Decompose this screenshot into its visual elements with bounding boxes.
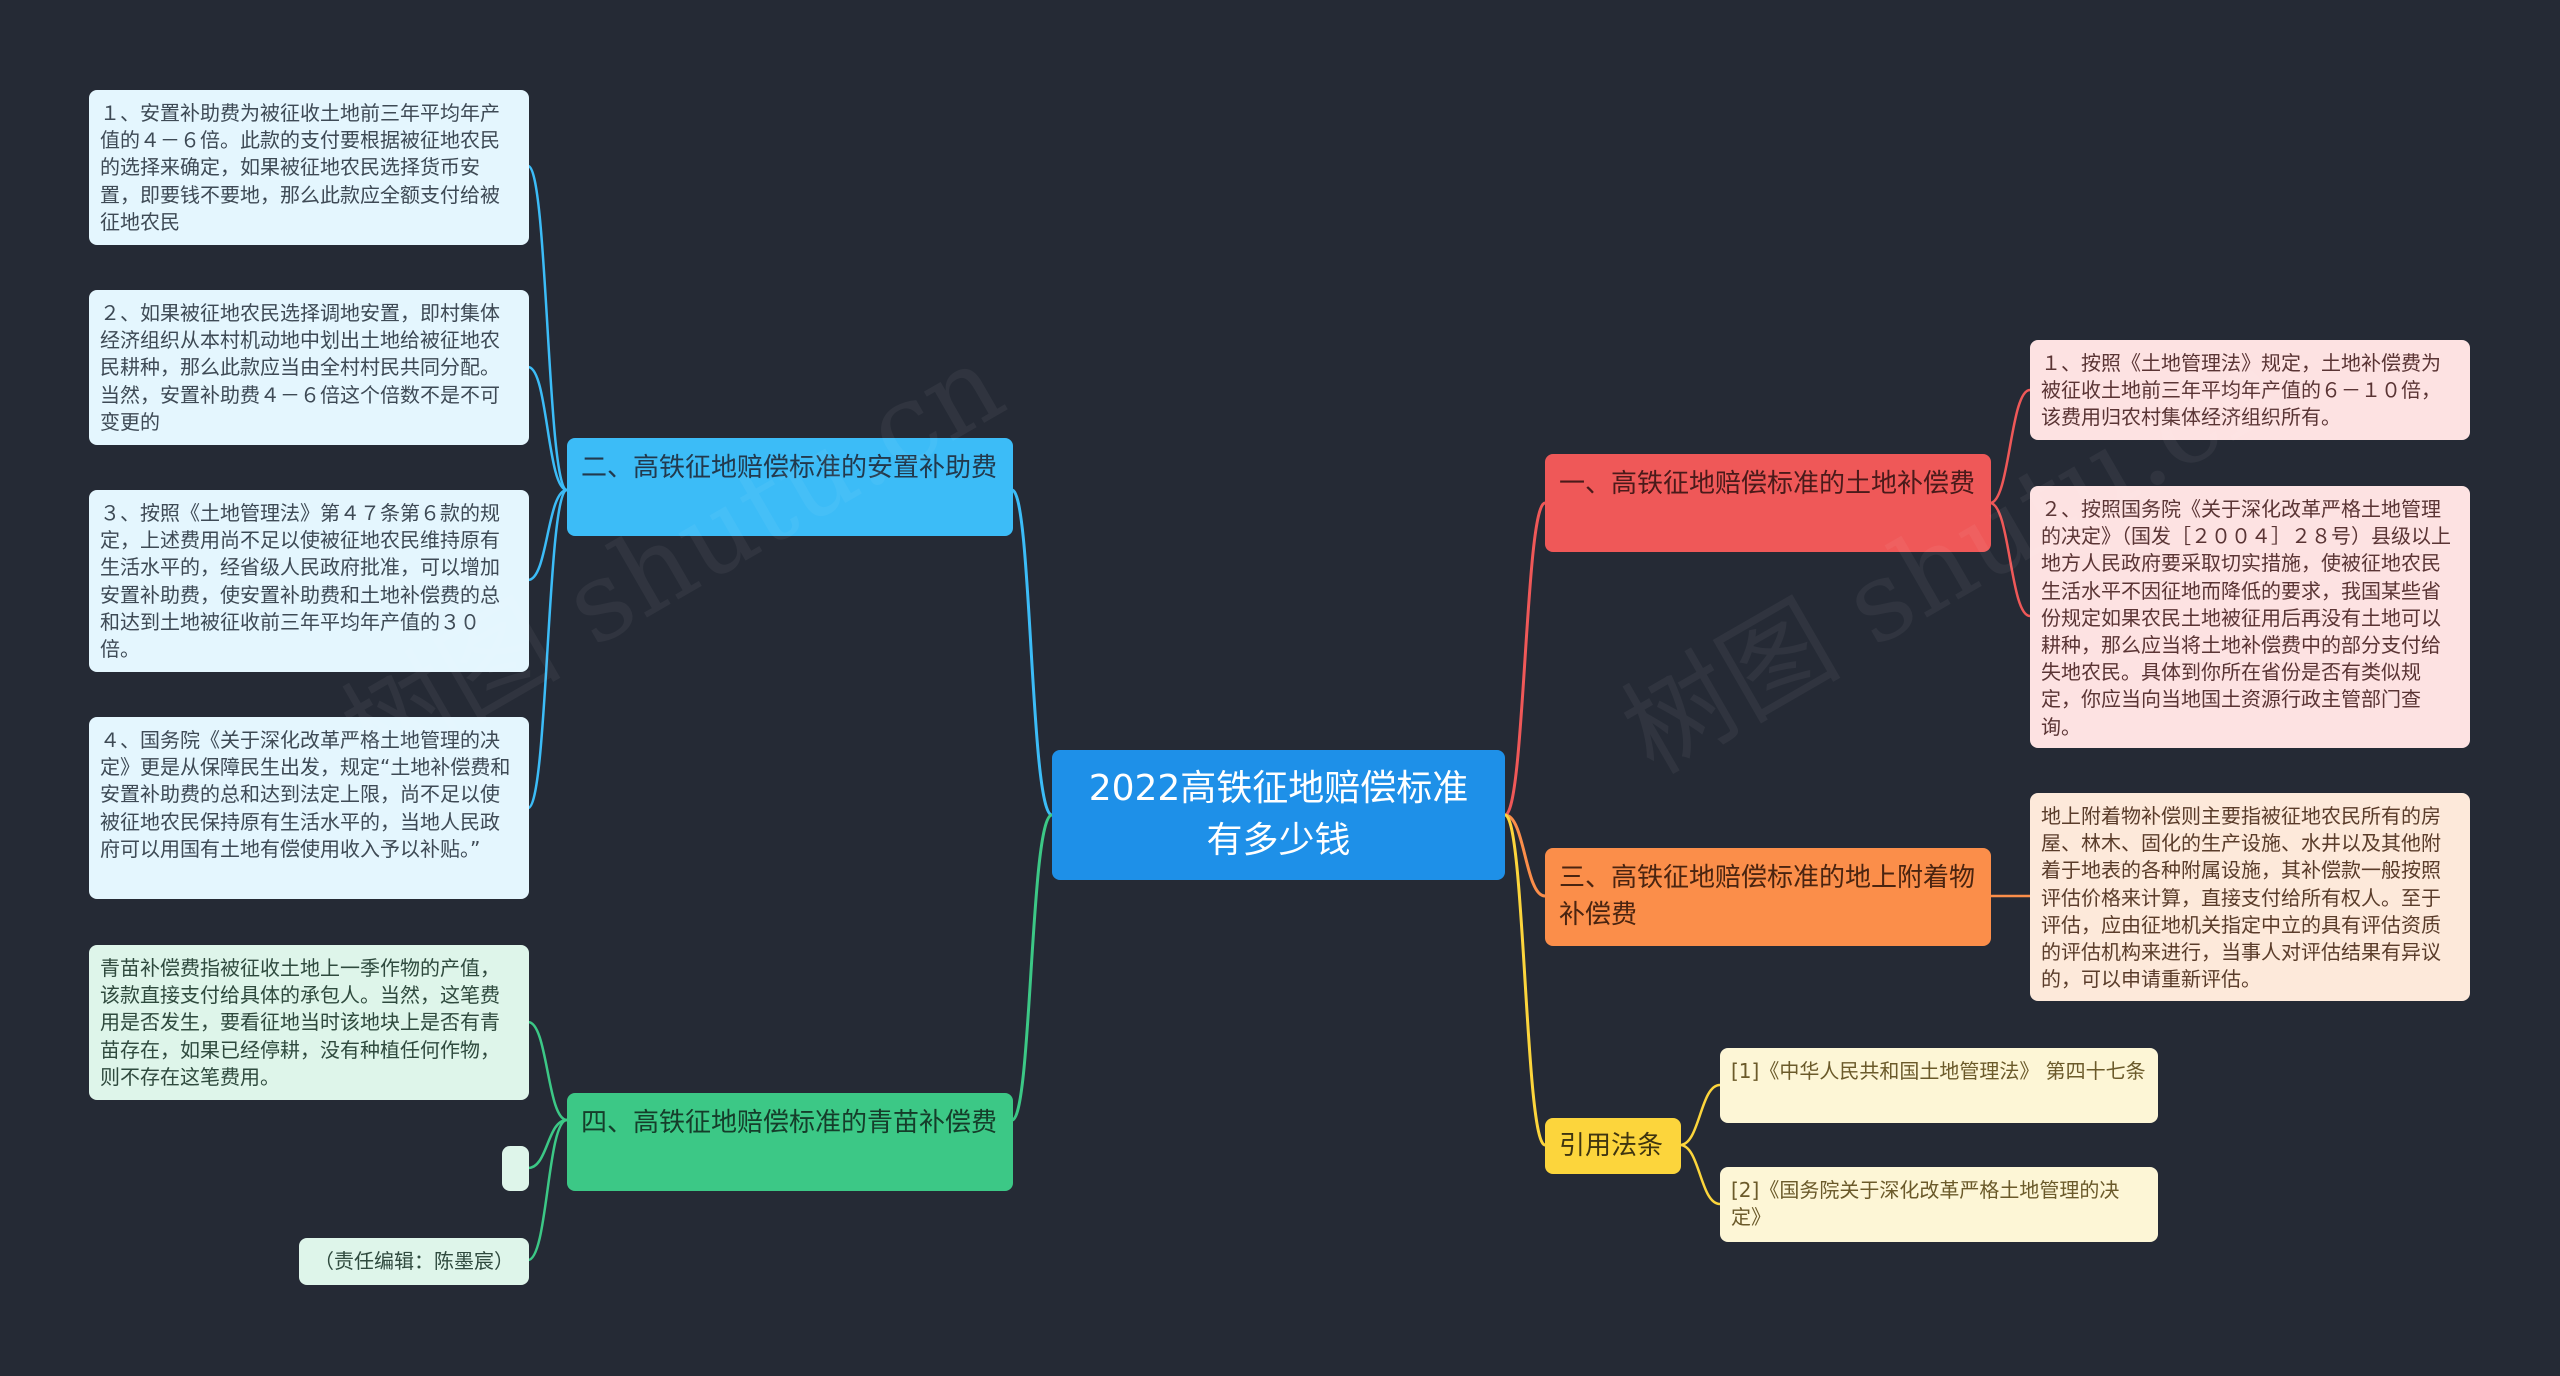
link-center-b2 (1010, 488, 1053, 817)
branch-label: 四、高铁征地赔偿标准的青苗补偿费 (581, 1108, 998, 1138)
branch-land-compensation[interactable]: 一、高铁征地赔偿标准的土地补偿费 (1545, 454, 1991, 552)
leaf-text: ２、如果被征地农民选择调地安置，即村集体经济组织从本村机动地中划出土地给被征地农… (100, 301, 500, 434)
branch-resettlement-subsidy[interactable]: 二、高铁征地赔偿标准的安置补助费 (567, 438, 1013, 536)
link-center-b3 (1504, 813, 1546, 898)
leaf-text: １、按照《土地管理法》规定，土地补偿费为被征收土地前三年平均年产值的６－１０倍，… (2041, 351, 2441, 430)
link-b1-leaf2 (1989, 501, 2031, 618)
link-b2-leaf4 (526, 488, 569, 810)
branch-label: 引用法条 (1559, 1131, 1664, 1161)
link-center-b4 (1010, 813, 1053, 1122)
link-b4-leaf3 (527, 1118, 568, 1262)
leaf-crop-editor[interactable]: （责任编辑：陈墨宸） (299, 1238, 529, 1285)
link-center-b1 (1503, 501, 1547, 817)
link-b2-leaf1 (526, 164, 569, 492)
leaf-crop-1[interactable]: 青苗补偿费指被征收土地上一季作物的产值，该款直接支付给具体的承包人。当然，这笔费… (89, 945, 529, 1100)
link-law-leaf1 (1679, 1083, 1721, 1147)
leaf-text: [2]《国务院关于深化改革严格土地管理的决定》 (1731, 1178, 2120, 1230)
leaf-text: ２、按照国务院《关于深化改革严格土地管理的决定》（国发［２００４］２８号）县级以… (2041, 497, 2451, 739)
leaf-attachment-1[interactable]: 地上附着物补偿则主要指被征地农民所有的房屋、林木、固化的生产设施、水井以及其他附… (2030, 793, 2470, 1001)
leaf-resettlement-3[interactable]: ３、按照《土地管理法》第４７条第６款的规定，上述费用尚不足以使被征地农民维持原有… (89, 490, 529, 672)
leaf-land-2[interactable]: ２、按照国务院《关于深化改革严格土地管理的决定》（国发［２００４］２８号）县级以… (2030, 486, 2470, 748)
branch-label: 三、高铁征地赔偿标准的地上附着物补偿费 (1559, 863, 1976, 930)
leaf-text: 地上附着物补偿则主要指被征地农民所有的房屋、林木、固化的生产设施、水井以及其他附… (2041, 804, 2441, 992)
link-b2-leaf2 (527, 365, 568, 492)
leaf-text: １、安置补助费为被征收土地前三年平均年产值的４－６倍。此款的支付要根据被征地农民… (100, 101, 500, 234)
link-b1-leaf1 (1989, 388, 2031, 505)
leaf-resettlement-2[interactable]: ２、如果被征地农民选择调地安置，即村集体经济组织从本村机动地中划出土地给被征地农… (89, 290, 529, 445)
leaf-law-1[interactable]: [1]《中华人民共和国土地管理法》 第四十七条 (1720, 1048, 2158, 1123)
link-law-leaf2 (1679, 1143, 1721, 1206)
leaf-resettlement-4[interactable]: ４、国务院《关于深化改革严格土地管理的决定》更是从保障民生出发，规定“土地补偿费… (89, 717, 529, 899)
branch-cited-laws[interactable]: 引用法条 (1545, 1118, 1681, 1174)
link-center-law (1503, 813, 1547, 1147)
leaf-resettlement-1[interactable]: １、安置补助费为被征收土地前三年平均年产值的４－６倍。此款的支付要根据被征地农民… (89, 90, 529, 245)
link-b4-leaf1 (527, 1020, 568, 1122)
leaf-law-2[interactable]: [2]《国务院关于深化改革严格土地管理的决定》 (1720, 1167, 2158, 1242)
central-topic-label: 2022高铁征地赔偿标准有多少钱 (1088, 767, 1469, 861)
leaf-text: 青苗补偿费指被征收土地上一季作物的产值，该款直接支付给具体的承包人。当然，这笔费… (100, 956, 500, 1089)
leaf-text: ３、按照《土地管理法》第４７条第６款的规定，上述费用尚不足以使被征地农民维持原有… (100, 501, 500, 661)
leaf-text: （责任编辑：陈墨宸） (314, 1249, 514, 1273)
leaf-land-1[interactable]: １、按照《土地管理法》规定，土地补偿费为被征收土地前三年平均年产值的６－１０倍，… (2030, 340, 2470, 440)
link-b2-leaf3 (527, 488, 568, 582)
leaf-crop-empty[interactable] (502, 1146, 529, 1191)
branch-attachment-compensation[interactable]: 三、高铁征地赔偿标准的地上附着物补偿费 (1545, 848, 1991, 946)
branch-label: 一、高铁征地赔偿标准的土地补偿费 (1559, 469, 1976, 499)
branch-crop-compensation[interactable]: 四、高铁征地赔偿标准的青苗补偿费 (567, 1093, 1013, 1191)
leaf-text: ４、国务院《关于深化改革严格土地管理的决定》更是从保障民生出发，规定“土地补偿费… (100, 728, 511, 861)
central-topic[interactable]: 2022高铁征地赔偿标准有多少钱 (1052, 750, 1505, 880)
link-b4-leaf2 (527, 1118, 568, 1170)
leaf-text: [1]《中华人民共和国土地管理法》 第四十七条 (1731, 1059, 2146, 1083)
branch-label: 二、高铁征地赔偿标准的安置补助费 (581, 453, 998, 483)
